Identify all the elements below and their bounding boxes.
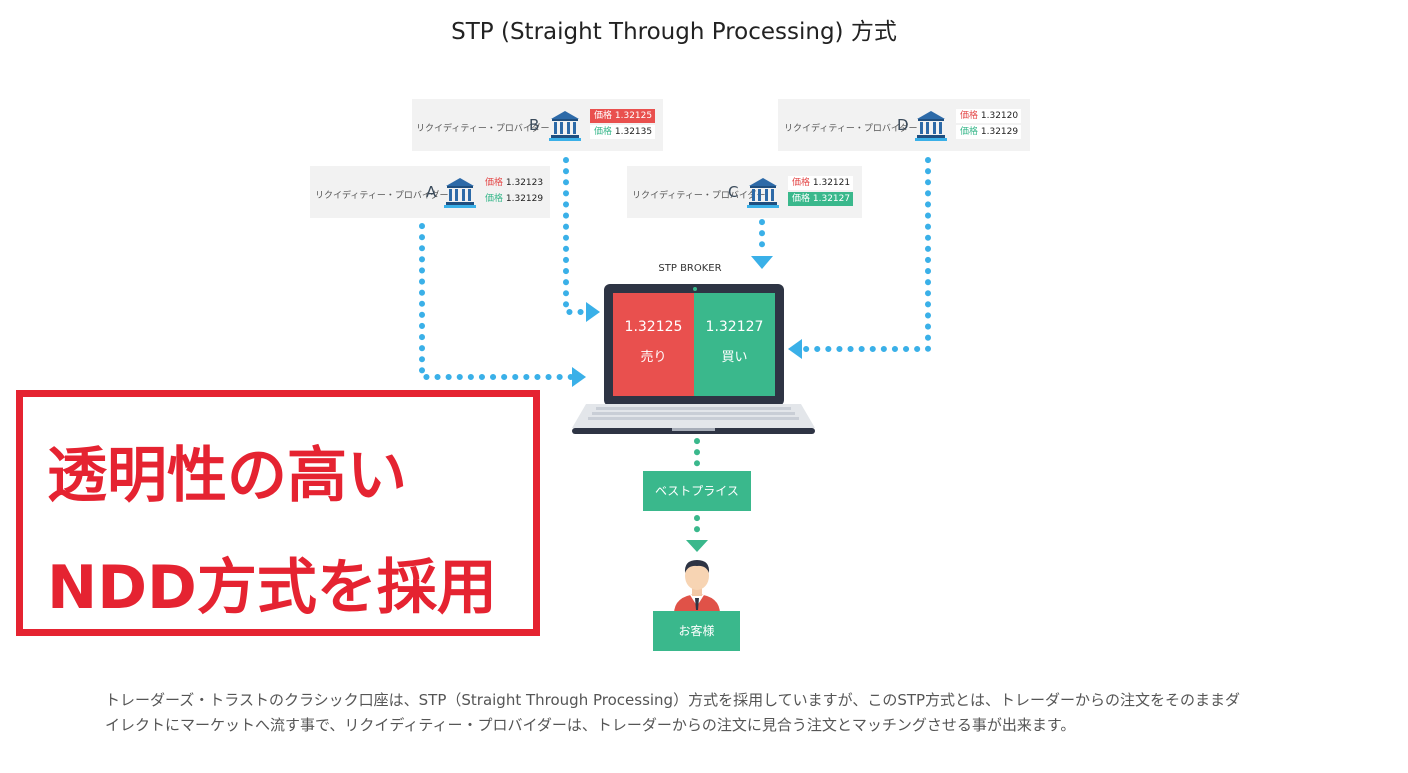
arrow-a	[572, 367, 586, 387]
highlight-callout: 透明性の高い NDD方式を採用	[16, 390, 540, 636]
provider-b-price-2: 価格 1.32135	[590, 125, 655, 139]
laptop-keyboard	[572, 404, 815, 434]
provider-d-price-1: 価格 1.32120	[956, 109, 1021, 123]
arrow-to-customer	[686, 540, 708, 552]
arrow-c	[751, 256, 773, 269]
provider-a-card: リクイディティー・プロバイダー A 価格 1.32123 価格 1.32129	[310, 166, 550, 218]
provider-a-name: リクイディティー・プロバイダー	[315, 191, 449, 201]
customer-box: お客様	[653, 611, 740, 651]
bank-icon	[549, 111, 581, 141]
provider-b-price-1: 価格 1.32125	[590, 109, 655, 123]
sell-price: 1.32125	[624, 319, 683, 335]
best-price-box: ベストプライス	[643, 471, 751, 511]
bank-icon	[915, 111, 947, 141]
provider-a-letter: A	[426, 183, 437, 201]
connector-a	[419, 223, 575, 380]
buy-price: 1.32127	[705, 319, 764, 335]
provider-d-price-2: 価格 1.32129	[956, 125, 1021, 139]
provider-c-name: リクイディティー・プロバイダー	[632, 191, 766, 201]
provider-d-name: リクイディティー・プロバイダー	[784, 124, 918, 134]
page-title: STP (Straight Through Processing) 方式	[451, 19, 897, 45]
provider-b-name: リクイディティー・プロバイダー	[416, 124, 550, 134]
laptop-camera	[693, 287, 697, 291]
arrow-b	[586, 302, 600, 322]
provider-a-price-1: 価格 1.32123	[485, 178, 544, 188]
provider-d-letter: D	[897, 116, 909, 134]
connector-d	[799, 157, 931, 352]
provider-a-price-2: 価格 1.32129	[485, 194, 544, 204]
provider-b-letter: B	[529, 116, 540, 134]
buy-label: 買い	[721, 350, 748, 365]
callout-line-2: NDD方式を採用	[47, 553, 497, 623]
arrow-d	[788, 339, 802, 359]
provider-c-price-2: 価格 1.32127	[788, 192, 853, 206]
provider-c-letter: C	[728, 183, 739, 201]
provider-d-card: リクイディティー・プロバイダー D 価格 1.32120 価格 1.32129	[778, 99, 1030, 151]
provider-b-card: リクイディティー・プロバイダー B 価格 1.32125 価格 1.32135	[412, 99, 663, 151]
customer-avatar-icon	[674, 560, 720, 614]
broker-label: STP BROKER	[658, 263, 722, 274]
bank-icon	[444, 178, 476, 208]
provider-c-price-1: 価格 1.32121	[788, 176, 853, 190]
buy-panel: 1.32127 買い	[694, 293, 775, 396]
callout-line-1: 透明性の高い	[47, 441, 407, 511]
bank-icon	[747, 178, 779, 208]
connector-b	[563, 157, 585, 315]
sell-label: 売り	[640, 350, 667, 365]
provider-c-card: リクイディティー・プロバイダー C 価格 1.32121 価格 1.32127	[627, 166, 862, 218]
description-paragraph: トレーダーズ・トラストのクラシック口座は、STP（Straight Throug…	[105, 691, 1241, 734]
sell-panel: 1.32125 売り	[613, 293, 694, 396]
